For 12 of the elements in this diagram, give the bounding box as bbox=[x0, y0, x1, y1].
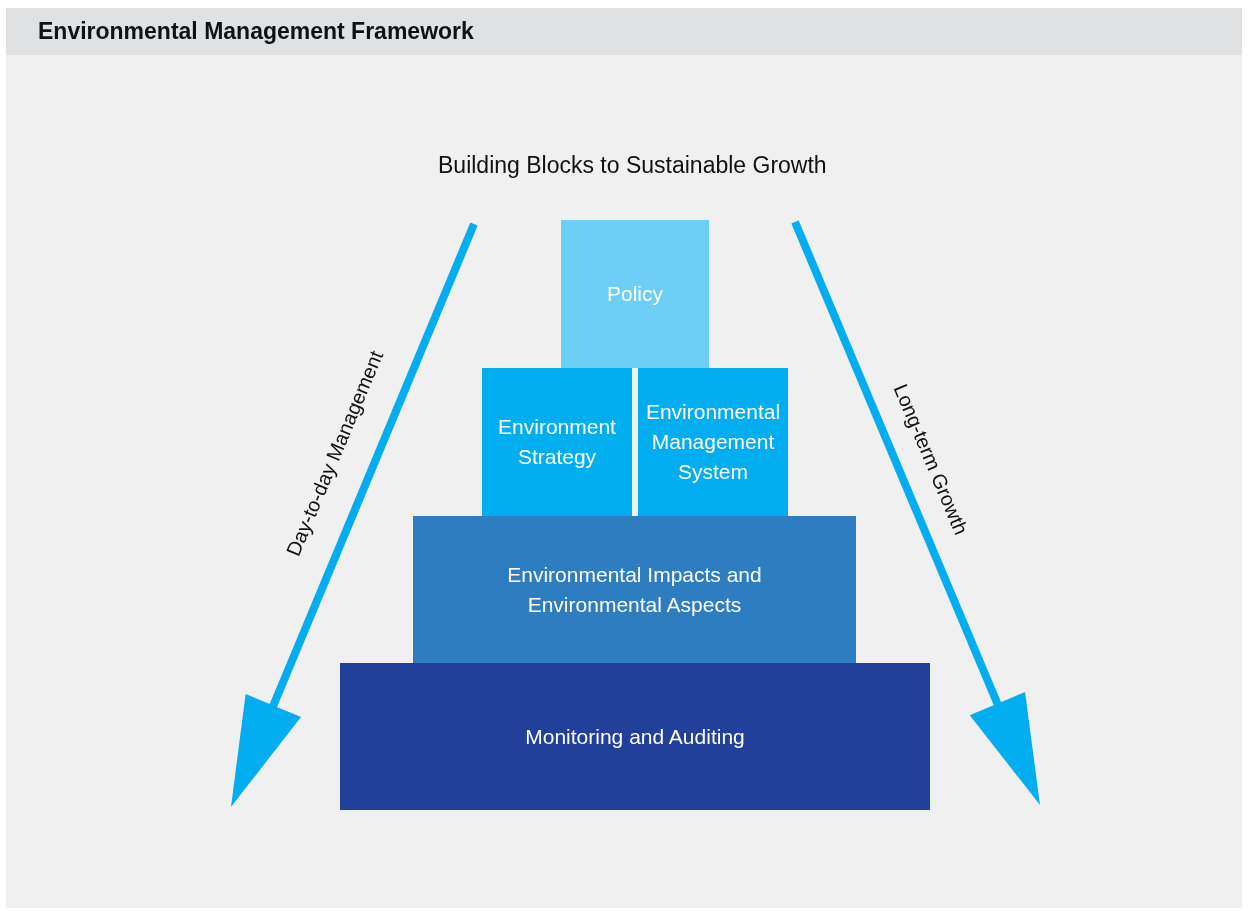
diagram-heading: Building Blocks to Sustainable Growth bbox=[438, 152, 827, 179]
block-label: Environmental Impacts and Environmental Aspects bbox=[506, 561, 763, 618]
pyramid-block bbox=[413, 516, 856, 663]
pyramid-block bbox=[561, 220, 709, 368]
page-title: Environmental Management Framework bbox=[38, 18, 474, 45]
block-label: Environment Strategy bbox=[497, 414, 617, 470]
pyramid-block bbox=[482, 368, 632, 516]
block-label: Environmental Management System bbox=[644, 399, 782, 485]
block-label: Policy bbox=[607, 281, 663, 307]
pyramid-block bbox=[340, 663, 930, 810]
block-label: Monitoring and Auditing bbox=[525, 723, 745, 750]
pyramid-block bbox=[638, 368, 788, 516]
